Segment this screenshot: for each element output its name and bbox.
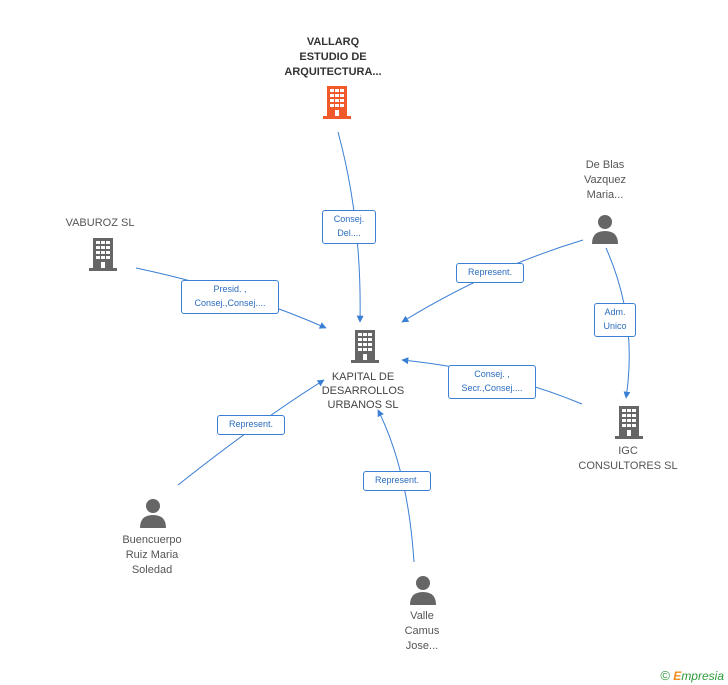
node-label-vaburoz: VABUROZ SL: [65, 217, 135, 229]
person-icon[interactable]: [408, 574, 438, 606]
building-icon[interactable]: [320, 84, 354, 120]
node-label-deblas: De Blas Vazquez Maria...: [584, 159, 626, 201]
edge-label-igc-kapital[interactable]: Consej. , Secr.,Consej....: [448, 365, 536, 399]
node-label-kapital: KAPITAL DE DESARROLLOS URBANOS SL: [321, 371, 405, 411]
building-icon[interactable]: [612, 404, 646, 440]
person-icon[interactable]: [138, 497, 168, 529]
copyright-symbol: ©: [660, 668, 670, 683]
person-icon[interactable]: [590, 213, 620, 245]
edge-label-deblas-kapital[interactable]: Represent.: [456, 263, 524, 283]
edge-label-vallarq-kapital[interactable]: Consej. Del....: [322, 210, 376, 244]
brand-name: mpresia: [681, 669, 724, 683]
edge-label-valle-kapital[interactable]: Represent.: [363, 471, 431, 491]
brand-logo-e: E: [673, 669, 682, 683]
edge-label-deblas-igc[interactable]: Adm. Unico: [594, 303, 636, 337]
building-icon[interactable]: [348, 328, 382, 364]
node-label-buencuerpo: Buencuerpo Ruiz Maria Soledad: [122, 534, 182, 576]
brand-footer[interactable]: © Empresia: [660, 668, 724, 683]
building-icon[interactable]: [86, 236, 120, 272]
node-label-igc: IGC CONSULTORES SL: [578, 445, 678, 472]
node-label-valle: Valle Camus Jose...: [404, 610, 440, 652]
node-label-vallarq: VALLARQ ESTUDIO DE ARQUITECTURA...: [284, 36, 382, 78]
edge-label-buencuerpo-kapital[interactable]: Represent.: [217, 415, 285, 435]
edge-label-vaburoz-kapital[interactable]: Presid. , Consej.,Consej....: [181, 280, 279, 314]
